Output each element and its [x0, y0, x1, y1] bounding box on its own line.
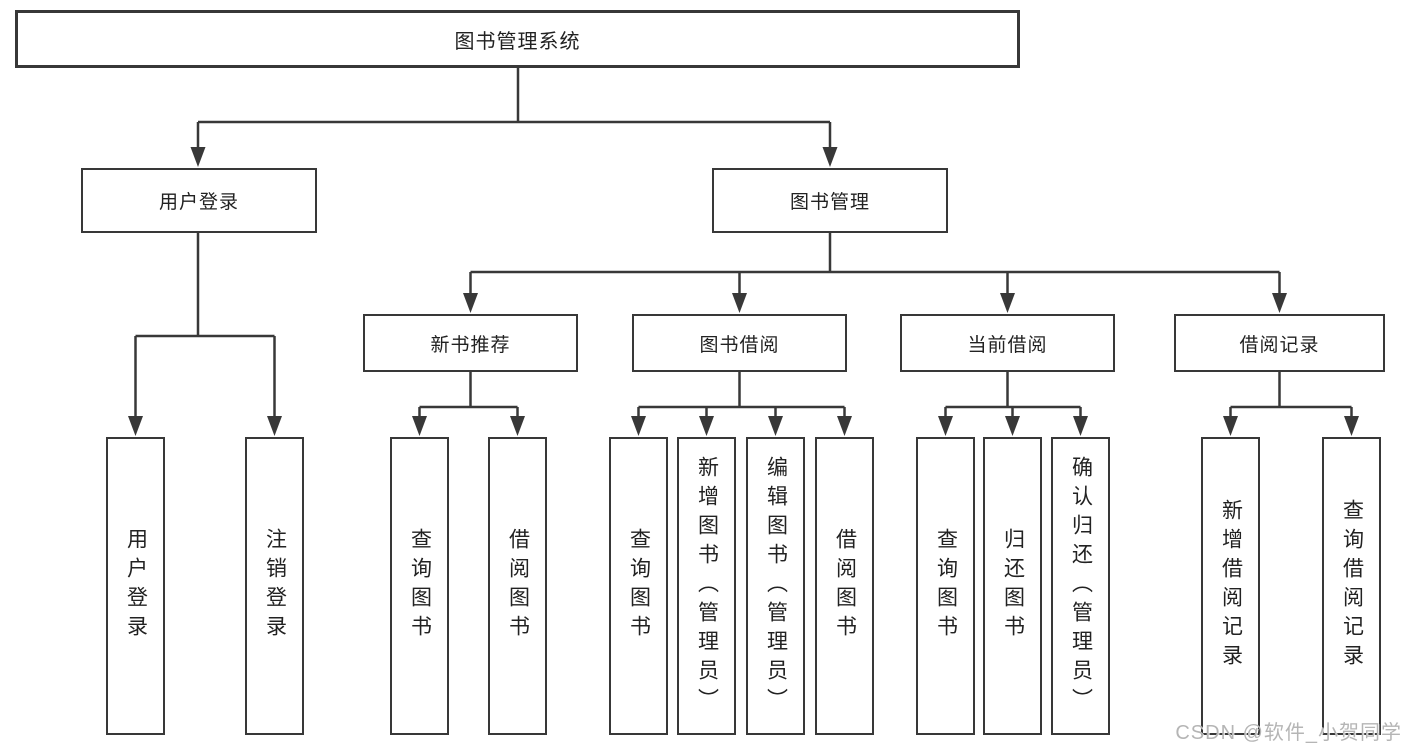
leaf-query-books-borrowing: 查询图书 — [609, 437, 668, 735]
leaf-query-borrow-record: 查询借阅记录 — [1322, 437, 1381, 735]
leaf-borrow-books-borrowing: 借阅图书 — [815, 437, 874, 735]
connector-paths — [134, 68, 1353, 422]
node-borrow-records-label: 借阅记录 — [1239, 334, 1320, 356]
leaf-add-books-admin: 新增图书（管理员） — [677, 437, 736, 735]
node-new-book-recommend-label: 新书推荐 — [430, 334, 511, 356]
leaf-edit-books-admin: 编辑图书（管理员） — [746, 437, 805, 735]
leaf-confirm-return-admin: 确认归还（管理员） — [1051, 437, 1110, 735]
leaf-query-books-recommend-label: 查询图书 — [408, 528, 432, 644]
leaf-query-books-recommend: 查询图书 — [390, 437, 449, 735]
node-book-borrowing: 图书借阅 — [632, 314, 847, 372]
leaf-add-books-admin-label: 新增图书（管理员） — [695, 455, 719, 717]
leaf-logout: 注销登录 — [245, 437, 304, 735]
leaf-query-borrow-record-label: 查询借阅记录 — [1340, 499, 1364, 673]
leaf-query-books-borrowing-label: 查询图书 — [627, 528, 651, 644]
node-current-borrowing-label: 当前借阅 — [967, 334, 1048, 356]
node-current-borrowing: 当前借阅 — [900, 314, 1115, 372]
node-root-label: 图书管理系统 — [454, 30, 581, 53]
csdn-watermark: CSDN @软件_小贺同学 — [1175, 722, 1402, 744]
node-borrow-records: 借阅记录 — [1174, 314, 1385, 372]
leaf-query-books-current-label: 查询图书 — [934, 528, 958, 644]
node-root-system: 图书管理系统 — [15, 10, 1020, 68]
leaf-logout-label: 注销登录 — [263, 528, 287, 644]
leaf-user-login-label: 用户登录 — [124, 528, 148, 644]
node-user-login: 用户登录 — [81, 168, 317, 233]
leaf-query-books-current: 查询图书 — [916, 437, 975, 735]
node-user-login-label: 用户登录 — [158, 192, 239, 213]
node-book-management-label: 图书管理 — [789, 192, 870, 213]
leaf-add-borrow-record: 新增借阅记录 — [1201, 437, 1260, 735]
node-book-management: 图书管理 — [712, 168, 948, 233]
leaf-borrow-books-borrowing-label: 借阅图书 — [833, 528, 857, 644]
leaf-confirm-return-admin-label: 确认归还（管理员） — [1069, 455, 1093, 717]
leaf-edit-books-admin-label: 编辑图书（管理员） — [764, 455, 788, 717]
node-new-book-recommend: 新书推荐 — [363, 314, 578, 372]
leaf-add-borrow-record-label: 新增借阅记录 — [1219, 499, 1243, 673]
leaf-return-books: 归还图书 — [983, 437, 1042, 735]
leaf-borrow-books-recommend-label: 借阅图书 — [506, 528, 530, 644]
leaf-borrow-books-recommend: 借阅图书 — [488, 437, 547, 735]
leaf-return-books-label: 归还图书 — [1001, 528, 1025, 644]
node-book-borrowing-label: 图书借阅 — [699, 334, 780, 356]
leaf-user-login: 用户登录 — [106, 437, 165, 735]
